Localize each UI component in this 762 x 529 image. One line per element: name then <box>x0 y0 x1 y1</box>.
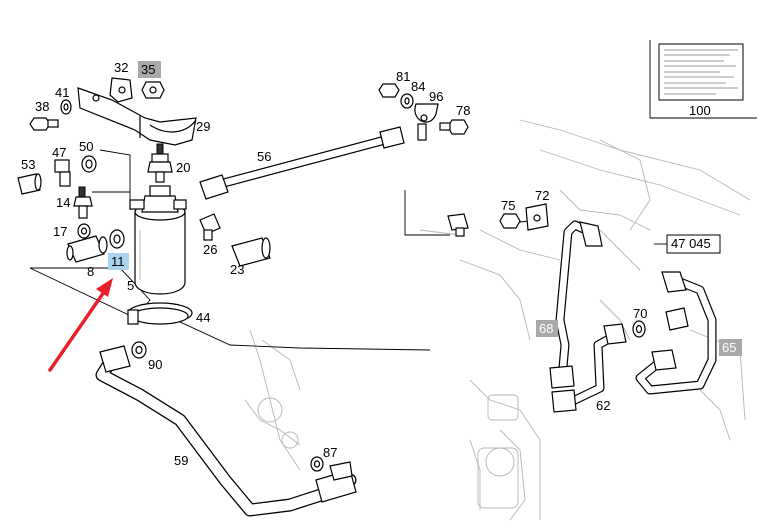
washer-87 <box>310 456 324 472</box>
callout-8[interactable]: 8 <box>87 264 94 279</box>
callout-17[interactable]: 17 <box>53 224 67 239</box>
callout-81[interactable]: 81 <box>396 69 410 84</box>
callout-50[interactable]: 50 <box>79 139 93 154</box>
bolt-78 <box>439 119 469 135</box>
bracket-29 <box>77 87 197 146</box>
callout-100[interactable]: 100 <box>689 103 711 118</box>
callout-23[interactable]: 23 <box>230 262 244 277</box>
callout-84[interactable]: 84 <box>411 79 425 94</box>
washer-50 <box>81 155 97 173</box>
callout-32[interactable]: 32 <box>114 60 128 75</box>
highlight-11 <box>108 253 129 270</box>
sensor-14 <box>73 186 93 219</box>
highlight-68 <box>536 320 558 337</box>
washer-41 <box>60 99 72 115</box>
callout-47045[interactable]: 47 045 <box>671 236 711 251</box>
callout-62[interactable]: 62 <box>596 398 610 413</box>
callout-90[interactable]: 90 <box>148 357 162 372</box>
callout-96[interactable]: 96 <box>429 89 443 104</box>
callout-44[interactable]: 44 <box>196 310 210 325</box>
refrigerant-line-62 <box>551 323 627 413</box>
callout-labels: 32 35 41 38 29 47 50 53 20 14 17 8 11 5 … <box>21 60 736 468</box>
label-sticker-100 <box>649 40 757 119</box>
callout-20[interactable]: 20 <box>176 160 190 175</box>
callout-29[interactable]: 29 <box>196 119 210 134</box>
callout-78[interactable]: 78 <box>456 103 470 118</box>
highlight-35 <box>138 61 161 78</box>
pointer-arrow <box>48 278 113 372</box>
callout-26[interactable]: 26 <box>203 242 217 257</box>
refrigerant-line-56 <box>199 126 405 200</box>
washer-17 <box>77 223 91 239</box>
leader-lines <box>29 149 667 351</box>
callout-47[interactable]: 47 <box>52 145 66 160</box>
callout-41[interactable]: 41 <box>55 85 69 100</box>
callout-75[interactable]: 75 <box>501 198 515 213</box>
callout-53[interactable]: 53 <box>21 157 35 172</box>
callout-35[interactable]: 35 <box>141 62 155 77</box>
refrigerant-line-68 <box>549 220 603 389</box>
nut-35 <box>141 81 165 99</box>
pressure-switch-20 <box>147 143 173 183</box>
fitting-8 <box>66 235 108 263</box>
callout-72[interactable]: 72 <box>535 188 549 203</box>
nut-75 <box>499 213 521 229</box>
valve-47 <box>54 159 71 187</box>
o-ring-11 <box>109 229 125 249</box>
callout-11[interactable]: 11 <box>111 254 125 269</box>
callout-59[interactable]: 59 <box>174 453 188 468</box>
callout-65[interactable]: 65 <box>722 340 736 355</box>
bracket-32 <box>109 77 133 103</box>
callout-70[interactable]: 70 <box>633 306 647 321</box>
clamp-band-44 <box>127 302 193 325</box>
callout-87[interactable]: 87 <box>323 445 337 460</box>
callout-38[interactable]: 38 <box>35 99 49 114</box>
cap-23 <box>231 237 271 267</box>
nut-81 <box>378 83 400 98</box>
callout-5[interactable]: 5 <box>127 278 134 293</box>
callout-box-47045 <box>666 234 721 254</box>
refrigerant-hose-59 <box>95 345 357 517</box>
bracket-72 <box>525 203 549 231</box>
callout-56[interactable]: 56 <box>257 149 271 164</box>
cap-53 <box>17 173 42 195</box>
o-ring-70 <box>632 320 646 338</box>
bolt-38 <box>29 117 59 131</box>
highlight-65 <box>719 339 742 356</box>
washer-90 <box>131 341 147 359</box>
valve-26 <box>199 213 221 241</box>
receiver-drier-5 <box>129 185 187 295</box>
callout-68[interactable]: 68 <box>539 321 553 336</box>
union-fitting <box>447 213 469 237</box>
washer-84 <box>400 93 414 109</box>
clip-96 <box>414 103 439 141</box>
refrigerant-line-65 <box>635 271 717 395</box>
callout-14[interactable]: 14 <box>56 195 70 210</box>
